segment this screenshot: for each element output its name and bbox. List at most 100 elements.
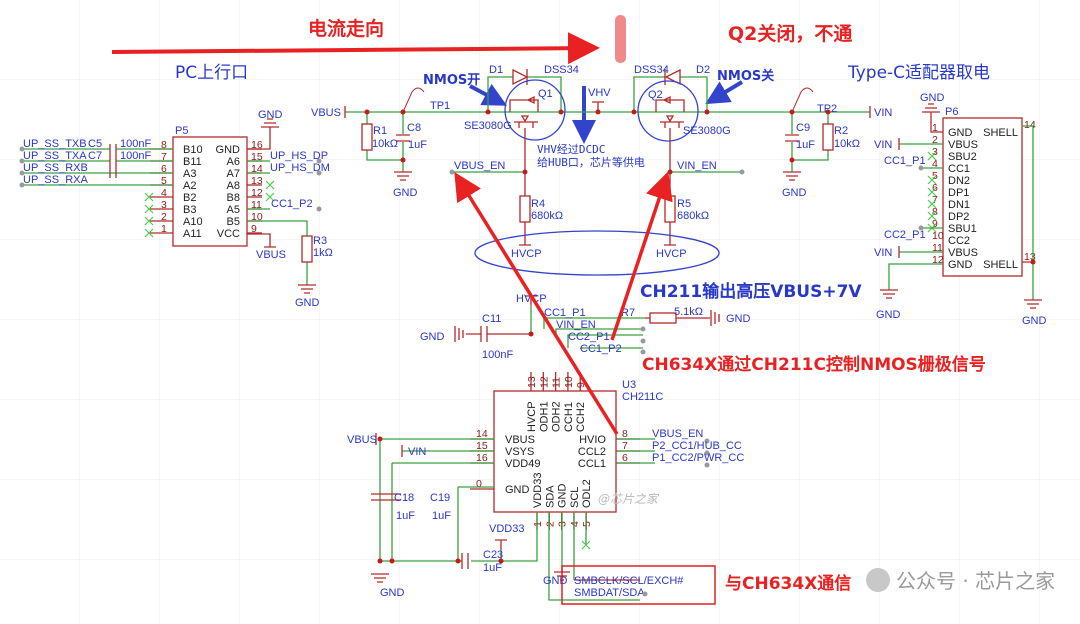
net-vbus-en: VBUS_EN [652,428,703,440]
r1-c8-wires [366,112,404,172]
pin-name: DP1 [948,187,969,199]
net-cc2-p1: CC2_P1 [884,229,926,241]
tp2-probe-icon [791,87,814,113]
c9-capacitor [785,134,799,142]
pin-number: 7 [932,194,938,206]
d2-wires [633,76,708,112]
pin-number: 13 [526,376,538,388]
pin-number: 9 [932,218,938,230]
net-gnd: GND [543,575,568,587]
net-gnd: GND [393,187,418,199]
net-vin-en: VIN_EN [677,160,717,172]
nc-mark [927,151,937,161]
pin-number: 10 [251,211,263,223]
c5-ref: C5 [88,138,102,150]
d2-diode [664,68,681,86]
net-cc1-p2: CC1_P2 [580,343,622,355]
pin-name: VSYS [505,446,534,458]
pin-name: SHELL [983,127,1018,139]
q2-off-label: Q2关闭，不通 [728,22,853,45]
pin-name: CCH1 [563,402,575,432]
nc-mark [581,540,591,550]
pin-name: A11 [183,228,202,240]
current-direction-label: 电流走向 [308,17,384,40]
pin-number: 11 [251,199,262,211]
pin-name: A10 [183,216,203,228]
pin-number: 4 [569,521,581,527]
net-vbus-en: VBUS_EN [454,160,505,172]
net-cc1-p2: CC1_P2 [271,198,313,210]
pin-number: 3 [932,146,938,158]
hvcp-highlight-ellipse [474,230,720,276]
pin-name: GND [557,484,569,509]
r7-resistor [649,312,677,324]
pin-number: 4 [161,187,167,199]
nmos-on-label: NMOS开 [423,73,480,88]
ch211-output-label: CH211输出高压VBUS+7V [640,281,862,302]
pin-number: 13 [1024,251,1036,263]
pin-number: 14 [251,163,263,175]
p5-ref: P5 [175,125,188,137]
net-gnd: GND [295,297,320,309]
pin-number: 6 [932,182,938,194]
pin-name: CCL2 [578,446,606,458]
c18-value: 1uF [396,510,415,522]
net-vin-en: VIN_EN [556,319,596,331]
nc-mark [144,228,154,238]
d2-ref: D2 [696,64,710,76]
pin-name: HVIO [579,434,606,446]
pin-number: 9 [251,223,257,235]
r4-ref: R4 [531,198,545,210]
d1-diode [512,68,529,86]
pin-name: DN2 [948,175,970,187]
pin-number: 6 [622,452,628,464]
nc-mark [265,192,275,202]
net-p1-cc2: P1_CC2/PWR_CC [652,452,744,464]
pin-number: 7 [622,440,628,452]
pin-name: B2 [183,192,196,204]
r2-resistor [822,123,834,151]
net-smbdat: SMBDAT/SDA [574,587,645,599]
c18-ref: C18 [394,492,414,504]
q1-value: SE3080G [464,120,512,132]
pin-name: A7 [227,168,240,180]
pin-number: 16 [476,452,488,464]
pin-name: SHELL [983,259,1018,271]
pin-number: 1 [932,122,938,134]
net-vin-right: VIN [874,107,892,119]
net-vdd33: VDD33 [489,523,524,535]
vin-en-control-arrow [610,171,673,341]
pin-number: 0 [476,478,482,490]
nc-mark [927,175,937,185]
pin-name: CC2 [948,235,970,247]
pin-number: 12 [538,376,550,388]
nc-mark [144,192,154,202]
net-up-hs-dp: UP_HS_DP [270,150,328,162]
pin-number: 3 [161,199,167,211]
pin-name: ODH1 [538,401,550,432]
u3-part: CH211C [622,391,663,403]
pin-number: 4 [932,158,938,170]
c11-value: 100nF [482,349,513,361]
pin-name: GND [948,259,973,271]
net-vhv: VHV [588,87,611,99]
r3-value: 1kΩ [313,247,333,259]
pin-name: A3 [183,168,196,180]
net-up-ss-rxa: UP_SS_RXA [23,174,88,186]
net-vin: VIN [874,247,892,259]
c7-ref: C7 [88,150,102,162]
pin-number: 11 [932,242,943,254]
net-cc2-p1: CC2_P1 [568,331,610,343]
watermark-small: @芯片之家 [598,492,660,506]
q1-nmos [509,95,539,172]
pin-number: 2 [161,211,167,223]
pin-name: VDD49 [505,458,540,470]
r2-ref: R2 [834,125,848,137]
nmos-off-label: NMOS关 [717,68,774,84]
c19-value: 1uF [432,510,451,522]
ch634-comm-label: 与CH634X通信 [725,573,851,594]
net-smbclk: SMBCLK/SCL/EXCH# [574,575,684,587]
pin-name: B10 [183,144,203,156]
